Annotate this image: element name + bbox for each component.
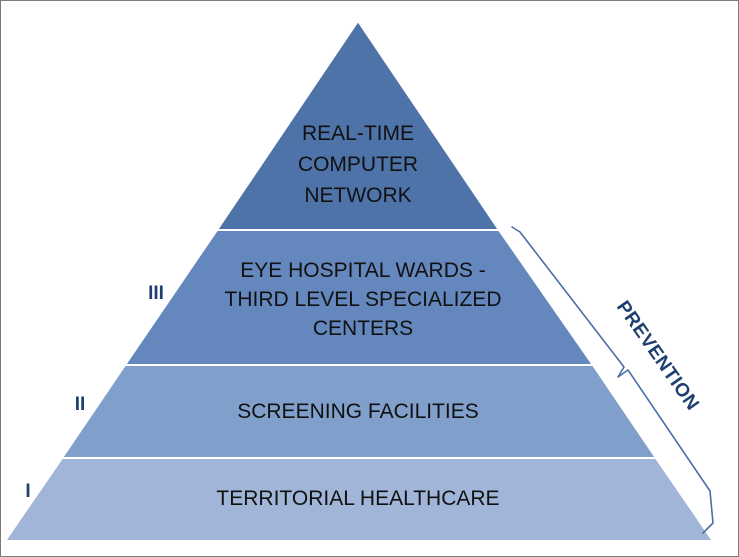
prevention-label: PREVENTION bbox=[612, 297, 703, 414]
tier-hospital-label-line1: EYE HOSPITAL WARDS - bbox=[240, 259, 485, 282]
tier-territorial-label: TERRITORIAL HEALTHCARE bbox=[216, 487, 499, 510]
tier-screening-label: SCREENING FACILITIES bbox=[237, 400, 479, 423]
tier-hospital-label-line2: THIRD LEVEL SPECIALIZED bbox=[225, 288, 502, 311]
tier-network-label-line1: REAL-TIME bbox=[302, 122, 414, 145]
tier-network-label-line2: COMPUTER bbox=[298, 153, 418, 176]
prevention-brace bbox=[511, 226, 714, 534]
tier-territorial-healthcare bbox=[3, 457, 715, 542]
roman-numeral-iii: III bbox=[148, 283, 164, 304]
tier-network-label-line3: NETWORK bbox=[304, 184, 411, 207]
roman-numeral-i: I bbox=[25, 481, 30, 502]
roman-numeral-ii: II bbox=[75, 394, 86, 415]
tier-hospital-label-line3: CENTERS bbox=[313, 317, 413, 340]
